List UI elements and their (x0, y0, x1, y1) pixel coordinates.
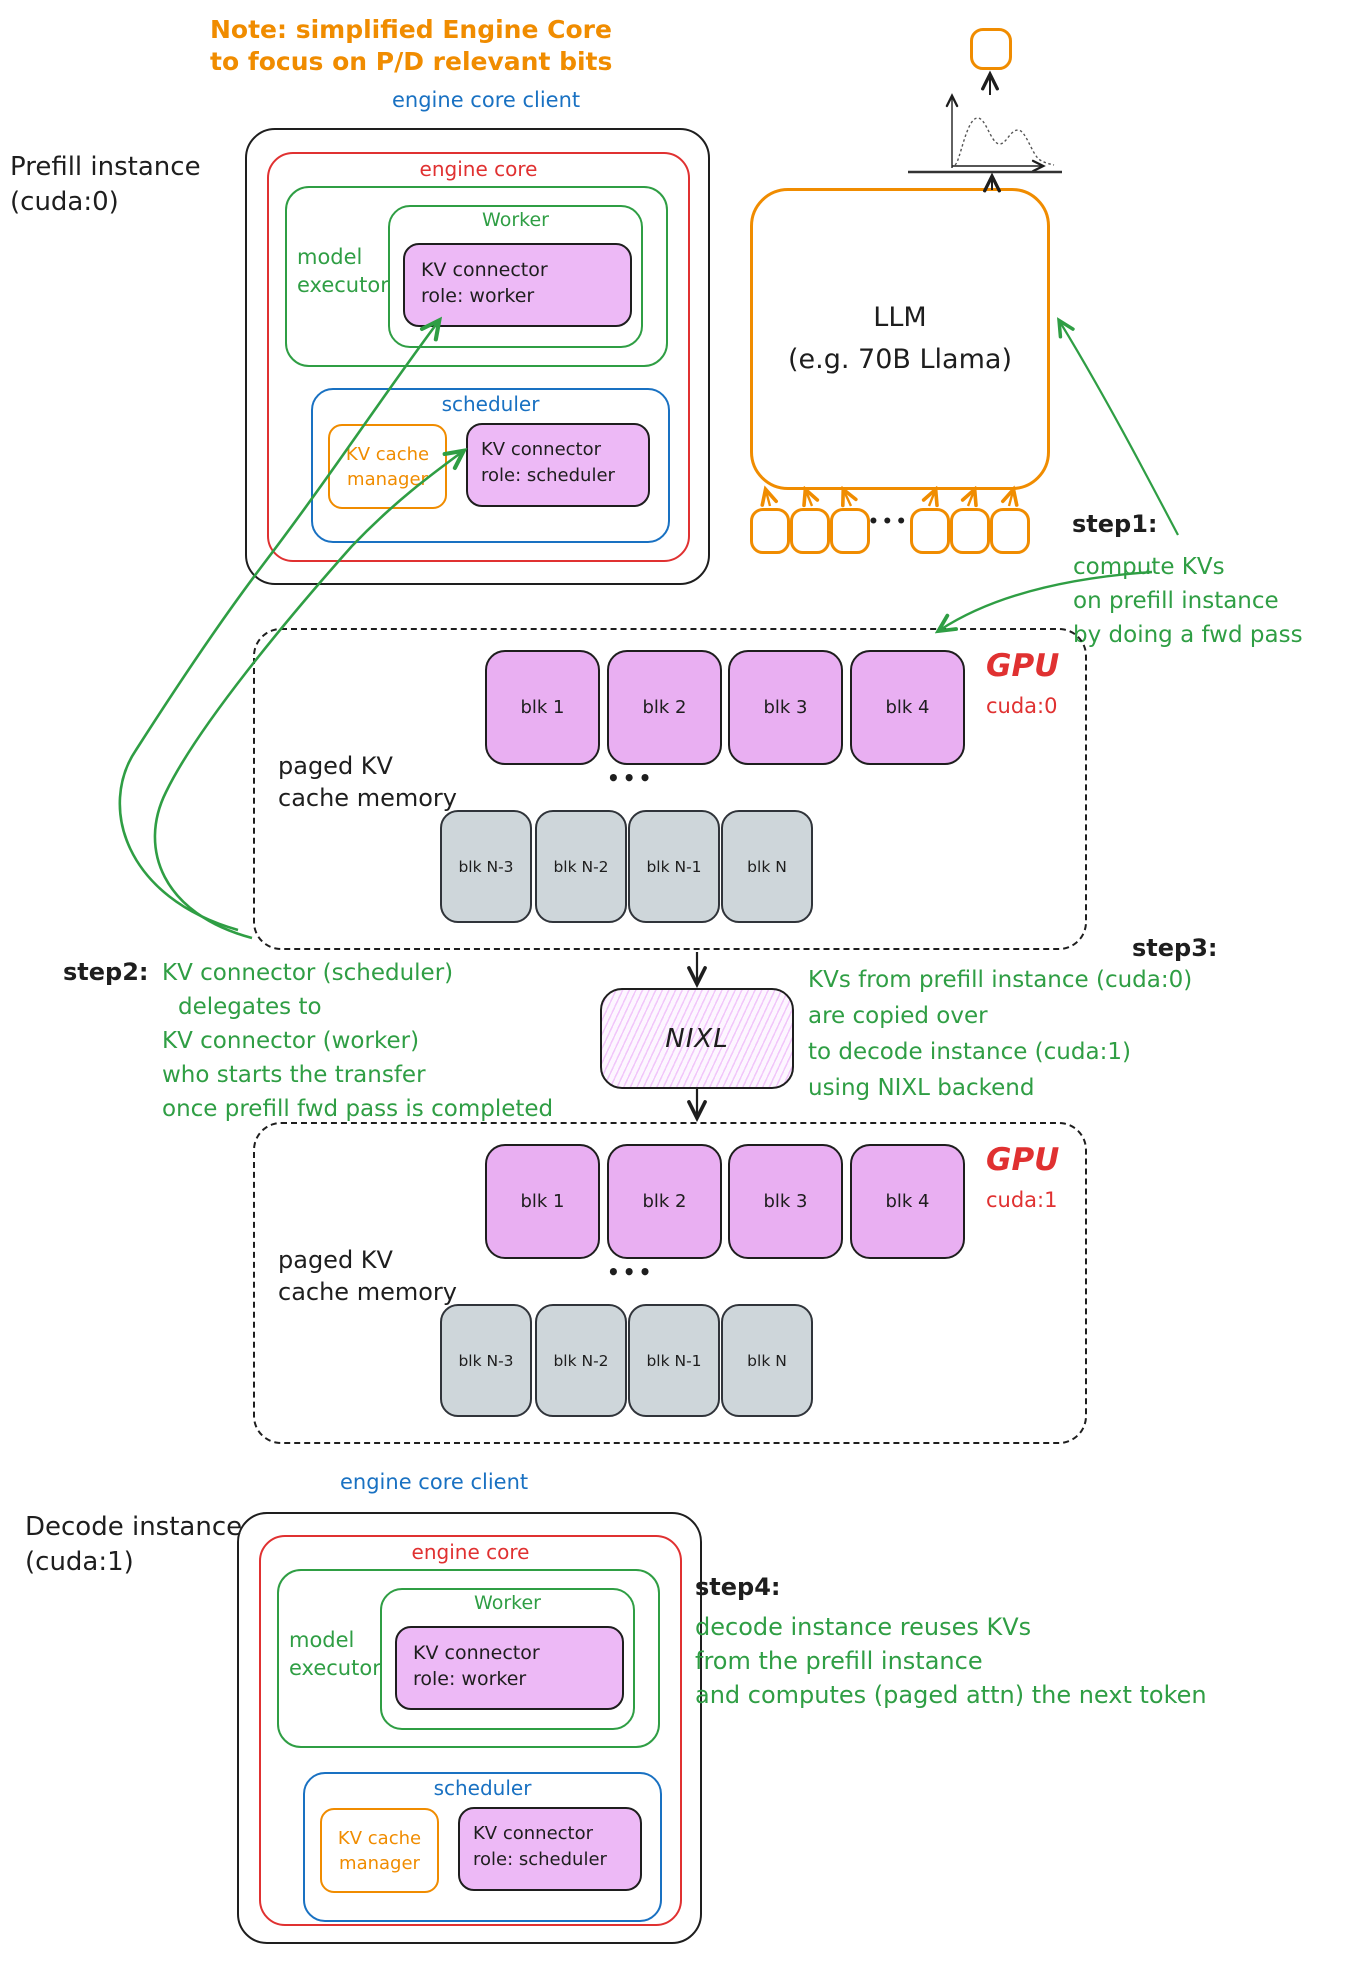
decode-kv-connector-scheduler-line-2: role: scheduler (473, 1849, 607, 1870)
kv-block-cuda0-blk4: blk 4 (850, 650, 965, 765)
decode-kv-cache-manager-box: KV cache manager (320, 1808, 439, 1893)
input-token-box (910, 508, 950, 554)
prefill-kv-connector-worker-line-1: KV connector (421, 259, 548, 281)
kv-block-cuda1-blk4: blk 4 (850, 1144, 965, 1259)
input-token-box (990, 508, 1030, 554)
input-token-box (750, 508, 790, 554)
note-line-2: to focus on P/D relevant bits (210, 47, 613, 76)
paged-kv-cache-label-cuda0: paged KV cache memory (278, 752, 457, 812)
llm-label-line-2: (e.g. 70B Llama) (788, 344, 1012, 375)
kv-cache-cuda0-ellipsis: ••• (607, 766, 655, 790)
decode-model-executor-box (277, 1569, 660, 1748)
llm-label-line-1: LLM (873, 302, 927, 333)
kv-block-cuda1-blkN1: blk N-1 (628, 1304, 720, 1417)
kv-block-cuda1-blk2: blk 2 (607, 1144, 722, 1259)
prefill-title-line-1: Prefill instance (10, 152, 201, 182)
decode-engine-core-client-label: engine core client (340, 1470, 529, 1494)
decode-kv-cache-manager-line-1: KV cache (337, 1828, 422, 1849)
gpu-label-cuda0: GPU (986, 648, 1060, 684)
step1-text: compute KVs on prefill instance by doing… (1073, 554, 1303, 648)
prefill-kv-connector-scheduler-line-2: role: scheduler (481, 465, 615, 486)
gpu-device-cuda0: cuda:0 (986, 694, 1058, 718)
gpu-device-cuda1: cuda:1 (986, 1188, 1058, 1212)
kv-block-cuda1-blk3: blk 3 (728, 1144, 843, 1259)
step4-text: decode instance reuses KVs from the pref… (695, 1613, 1207, 1709)
step1-label: step1: (1072, 510, 1158, 538)
step4-label: step4: (695, 1573, 781, 1601)
kv-block-cuda1-blkN3: blk N-3 (440, 1304, 532, 1417)
prefill-kv-connector-scheduler-box: KV connector role: scheduler (466, 423, 650, 507)
sampled-token-box (970, 28, 1012, 70)
decode-model-executor-label: model executor (289, 1628, 381, 1680)
kv-block-cuda0-blk1: blk 1 (485, 650, 600, 765)
gpu-label-cuda1: GPU (986, 1142, 1060, 1178)
input-token-box (790, 508, 830, 554)
prefill-kv-connector-worker-line-2: role: worker (421, 285, 535, 307)
kv-block-cuda0-blk3: blk 3 (728, 650, 843, 765)
decode-kv-connector-scheduler-line-1: KV connector (473, 1823, 594, 1844)
decode-kv-connector-scheduler-box: KV connector role: scheduler (458, 1807, 642, 1891)
kv-block-cuda0-blkN: blk N (721, 810, 813, 923)
paged-kv-cache-box-cuda1 (253, 1122, 1087, 1444)
prefill-worker-box (388, 205, 643, 348)
step3-label: step3: (1132, 934, 1218, 962)
prefill-kv-cache-manager-line-1: KV cache (345, 444, 430, 465)
note-line-1: Note: simplified Engine Core (210, 15, 612, 44)
decode-instance-title: Decode instance (cuda:1) (25, 1510, 242, 1580)
token-row-ellipsis: ••• (868, 512, 910, 532)
prefill-kv-cache-manager-line-2: manager (347, 469, 428, 490)
decode-engine-core-box (259, 1535, 682, 1926)
input-token-box (950, 508, 990, 554)
decode-instance-box (237, 1512, 702, 1944)
kv-block-cuda1-blkN2: blk N-2 (535, 1304, 627, 1417)
paged-kv-cache-label-cuda1: paged KV cache memory (278, 1246, 457, 1306)
prefill-scheduler-label: scheduler (441, 392, 540, 416)
kv-block-cuda0-blkN1: blk N-1 (628, 810, 720, 923)
decode-kv-connector-worker-box: KV connector role: worker (395, 1626, 624, 1710)
token-to-llm-arrows (766, 491, 1013, 506)
prefill-engine-core-client-label: engine core client (392, 88, 581, 112)
decode-title-line-2: (cuda:1) (25, 1547, 134, 1577)
prefill-kv-connector-scheduler-line-1: KV connector (481, 439, 602, 460)
prefill-title-line-2: (cuda:0) (10, 187, 119, 217)
decode-title-line-1: Decode instance (25, 1512, 243, 1542)
kv-block-cuda1-blkN: blk N (721, 1304, 813, 1417)
nixl-box: NIXL (600, 988, 794, 1089)
kv-block-cuda0-blk2: blk 2 (607, 650, 722, 765)
prefill-worker-label: Worker (482, 209, 549, 231)
prefill-instance-title: Prefill instance (cuda:0) (10, 150, 201, 220)
decode-worker-box (380, 1588, 635, 1730)
decode-scheduler-label: scheduler (433, 1776, 532, 1800)
decode-worker-label: Worker (474, 1592, 541, 1614)
decode-scheduler-box (303, 1772, 662, 1922)
decode-kv-connector-worker-line-2: role: worker (413, 1668, 527, 1690)
kv-cache-cuda1-ellipsis: ••• (607, 1260, 655, 1284)
step3-text: KVs from prefill instance (cuda:0) are c… (808, 967, 1193, 1101)
kv-block-cuda0-blkN2: blk N-2 (535, 810, 627, 923)
decode-engine-core-label: engine core (411, 1540, 530, 1564)
token-distribution-chart (908, 97, 1062, 174)
step2-text: KV connector (scheduler) delegates to KV… (162, 960, 554, 1122)
input-token-box (830, 508, 870, 554)
kv-block-cuda0-blkN3: blk N-3 (440, 810, 532, 923)
llm-box: LLM (e.g. 70B Llama) (750, 188, 1050, 490)
kv-block-cuda1-blk1: blk 1 (485, 1144, 600, 1259)
decode-kv-connector-worker-line-1: KV connector (413, 1642, 540, 1664)
prefill-model-executor-box (285, 186, 668, 367)
prefill-kv-cache-manager-box: KV cache manager (328, 424, 447, 509)
prefill-model-executor-label: model executor (297, 245, 389, 297)
decode-kv-cache-manager-line-2: manager (339, 1853, 420, 1874)
note-text: Note: simplified Engine Core to focus on… (210, 14, 612, 78)
prefill-engine-core-label: engine core (419, 157, 538, 181)
prefill-kv-connector-worker-box: KV connector role: worker (403, 243, 632, 327)
step1-to-llm-arrow (1060, 322, 1179, 536)
step2-label: step2: (63, 958, 149, 986)
